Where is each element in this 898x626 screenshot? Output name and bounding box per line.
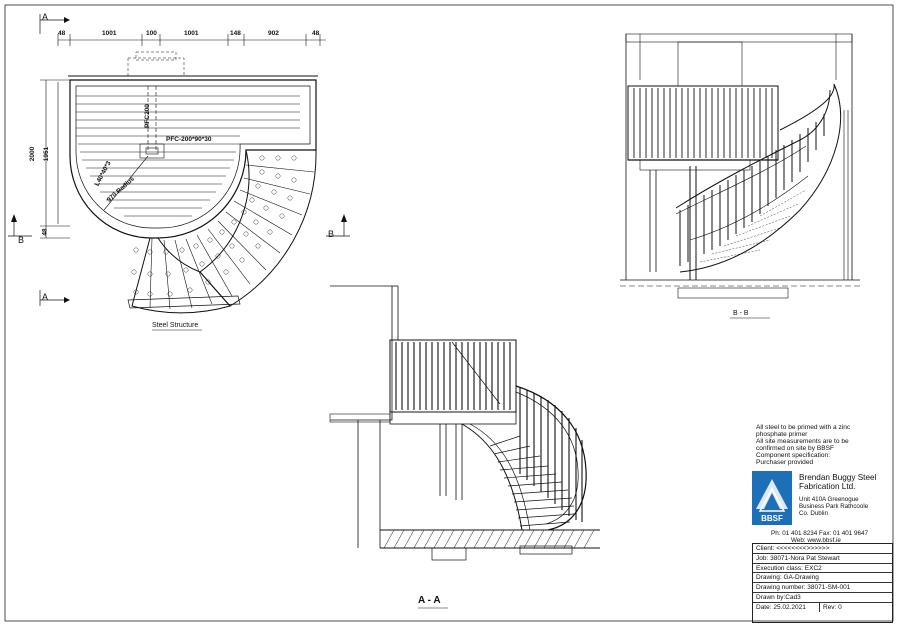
- bb-caption: B - B: [733, 310, 749, 317]
- section-mark-a-bottom: A: [42, 292, 49, 302]
- section-aa-view: [329, 285, 600, 609]
- note-line: phosphate primer: [756, 431, 808, 438]
- note-line: Purchaser provided: [756, 459, 814, 466]
- phone-fax: Ph: 01 401 8234 Fax: 01 401 9647: [771, 530, 868, 537]
- dim-left-48: 48: [41, 228, 49, 236]
- note-line: All steel to be primed with a zinc: [756, 424, 851, 431]
- sheet-border: [4, 4, 894, 622]
- company-contact: Ph: 01 401 8234 Fax: 01 401 9647 Web: ww…: [771, 530, 868, 544]
- dim-top-3: 100: [146, 30, 157, 37]
- tb-drawing: Drawing: GA-Drawing: [753, 573, 892, 583]
- plan-view: [8, 14, 350, 331]
- tb-date-row: Date: 25.02.2021 Rev: 0: [753, 602, 892, 613]
- section-mark-b-right: B: [328, 229, 335, 239]
- web-address: Web: www.bbsf.ie: [791, 537, 841, 544]
- logo-text: BBSF: [761, 514, 783, 523]
- company-logo: BBSF: [752, 471, 792, 525]
- section-mark-b-left: B: [18, 235, 25, 245]
- tb-drawing-number: Drawing number: 38071-SM-001: [753, 583, 892, 593]
- section-bb-view: [620, 33, 860, 319]
- dim-top-2: 1001: [102, 30, 117, 37]
- label-pfc-vertical: PFC200: [143, 104, 151, 128]
- label-pfc: PFC-200*90*30: [166, 136, 212, 143]
- dim-left-1951: 1951: [43, 146, 51, 162]
- general-notes: All steel to be primed with a zinc phosp…: [756, 424, 888, 466]
- company-name: Brendan Buggy Steel Fabrication Ltd.: [799, 473, 876, 491]
- plan-caption: Steel Structure: [152, 322, 199, 329]
- section-mark-a-top: A: [42, 12, 49, 22]
- company-address: Unit 410A Greenogue Business Park Rathco…: [799, 496, 868, 517]
- tb-client: Client: <<<<<<<<>>>>>>: [753, 544, 892, 554]
- tb-date: Date: 25.02.2021: [756, 603, 806, 611]
- dim-top-4: 1001: [184, 30, 199, 37]
- tb-revision: Rev: 0: [819, 602, 842, 613]
- company-name-line1: Brendan Buggy Steel: [799, 473, 877, 482]
- address-line: Co. Dublin: [799, 510, 828, 517]
- note-line: All site measurements are to be: [756, 438, 849, 445]
- tb-drawn-by: Drawn by:Cad3: [753, 593, 892, 603]
- dim-top-6: 902: [268, 30, 279, 37]
- tb-job: Job: 38071-Nora Pat Stewart: [753, 554, 892, 564]
- aa-caption: A - A: [418, 595, 441, 606]
- dim-top-5: 148: [230, 30, 241, 37]
- tb-execution-class: Execution class: EXC2: [753, 564, 892, 574]
- note-line: confirmed on site by BBSF: [756, 445, 835, 452]
- dim-left-2000: 2000: [29, 146, 37, 162]
- note-line: Component specification:: [756, 452, 831, 459]
- dim-top-1: 48: [58, 30, 66, 37]
- address-line: Unit 410A Greenogue: [799, 496, 859, 503]
- address-line: Business Park Rathcoole: [799, 503, 869, 510]
- dim-top-7: 48: [312, 30, 320, 37]
- title-block: Client: <<<<<<<<>>>>>> Job: 38071-Nora P…: [752, 543, 893, 623]
- company-name-line2: Fabrication Ltd.: [799, 482, 856, 491]
